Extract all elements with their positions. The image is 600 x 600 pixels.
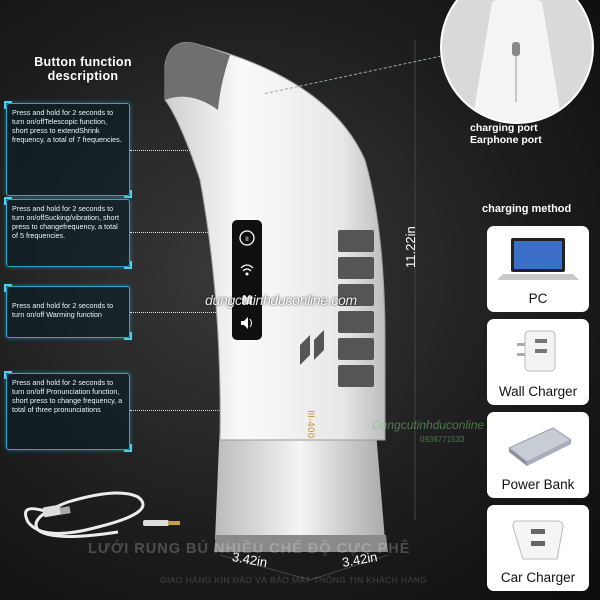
usb-cable-illustration <box>24 491 180 538</box>
side-phone: 0938771533 <box>420 435 465 444</box>
port-closeup-art <box>472 0 562 122</box>
earphone-port-icon <box>512 42 520 56</box>
port-closeup <box>440 0 594 124</box>
model-label: III-400 <box>305 410 315 439</box>
title-line-2: description <box>47 69 119 83</box>
height-dimension-label: 11.22in <box>403 226 418 268</box>
sound-icon <box>241 317 248 329</box>
promo-banner: LƯỚI RUNG BÚ NHIỀU CHẾ ĐỘ CỰC PHÊ <box>88 541 411 557</box>
button-desc-suction: Press and hold for 2 seconds to turn on/… <box>4 197 132 269</box>
svg-text:II: II <box>245 236 249 243</box>
button-desc-text: Press and hold for 2 seconds to turn on/… <box>12 301 114 319</box>
charging-card-wall: Wall Charger <box>487 319 589 405</box>
control-panel <box>232 220 262 340</box>
title-line-1: Button function <box>34 55 132 69</box>
wall-charger-icon <box>517 330 556 372</box>
warming-icon <box>242 295 252 304</box>
charging-card-pc: PC <box>487 226 589 312</box>
vibration-icon <box>240 264 254 272</box>
charging-method-title: charging method <box>482 203 572 215</box>
device-base <box>215 420 385 540</box>
vent-slots <box>338 230 374 387</box>
dimension-line-depth <box>309 554 389 581</box>
dimension-line-width <box>219 554 311 581</box>
device-body <box>164 42 386 441</box>
device-head-cap <box>165 42 230 110</box>
connector-line <box>130 410 240 411</box>
side-watermark: Dungcutinhduconline <box>372 418 485 432</box>
button-desc-text: Press and hold for 2 seconds to turn on/… <box>12 108 122 144</box>
charging-card-powerbank: Power Bank <box>487 412 589 498</box>
button-desc-text: Press and hold for 2 seconds to turn on/… <box>12 204 119 240</box>
port-label-line-2: Earphone port <box>470 134 542 146</box>
section-title: Button function description <box>8 55 158 83</box>
laptop-icon <box>497 238 579 280</box>
charging-card-label: PC <box>528 291 548 306</box>
button-desc-pronunciation: Press and hold for 2 seconds to turn on/… <box>4 371 132 452</box>
port-label-line-1: charging port <box>470 122 538 134</box>
decor-stripe <box>300 335 310 365</box>
connector-line <box>130 232 240 233</box>
power-button-icon <box>239 230 255 246</box>
decor-stripe <box>314 330 324 360</box>
charging-card-label: Power Bank <box>501 477 575 492</box>
charging-card-car: Car Charger <box>487 505 589 591</box>
power-bank-icon <box>508 427 572 466</box>
port-label: charging port Earphone port <box>470 122 595 146</box>
promo-subtext: GIAO HÀNG KÍN ĐÁO VÀ BẢO MẬT THÔNG TIN K… <box>160 575 428 585</box>
device-illustration: II III-400 <box>164 40 416 581</box>
car-charger-icon <box>512 520 564 560</box>
charging-card-label: Car Charger <box>500 570 576 585</box>
device-base-rim <box>214 535 388 552</box>
connector-line <box>130 312 240 313</box>
watermark-text: dungcutinhduconline.com <box>205 292 357 308</box>
button-desc-telescopic: Press and hold for 2 seconds to turn on/… <box>4 101 132 198</box>
button-desc-text: Press and hold for 2 seconds to turn on/… <box>12 378 123 414</box>
button-desc-warming: Press and hold for 2 seconds to turn on/… <box>4 284 132 340</box>
connector-line <box>130 150 240 151</box>
charging-card-label: Wall Charger <box>498 384 578 399</box>
